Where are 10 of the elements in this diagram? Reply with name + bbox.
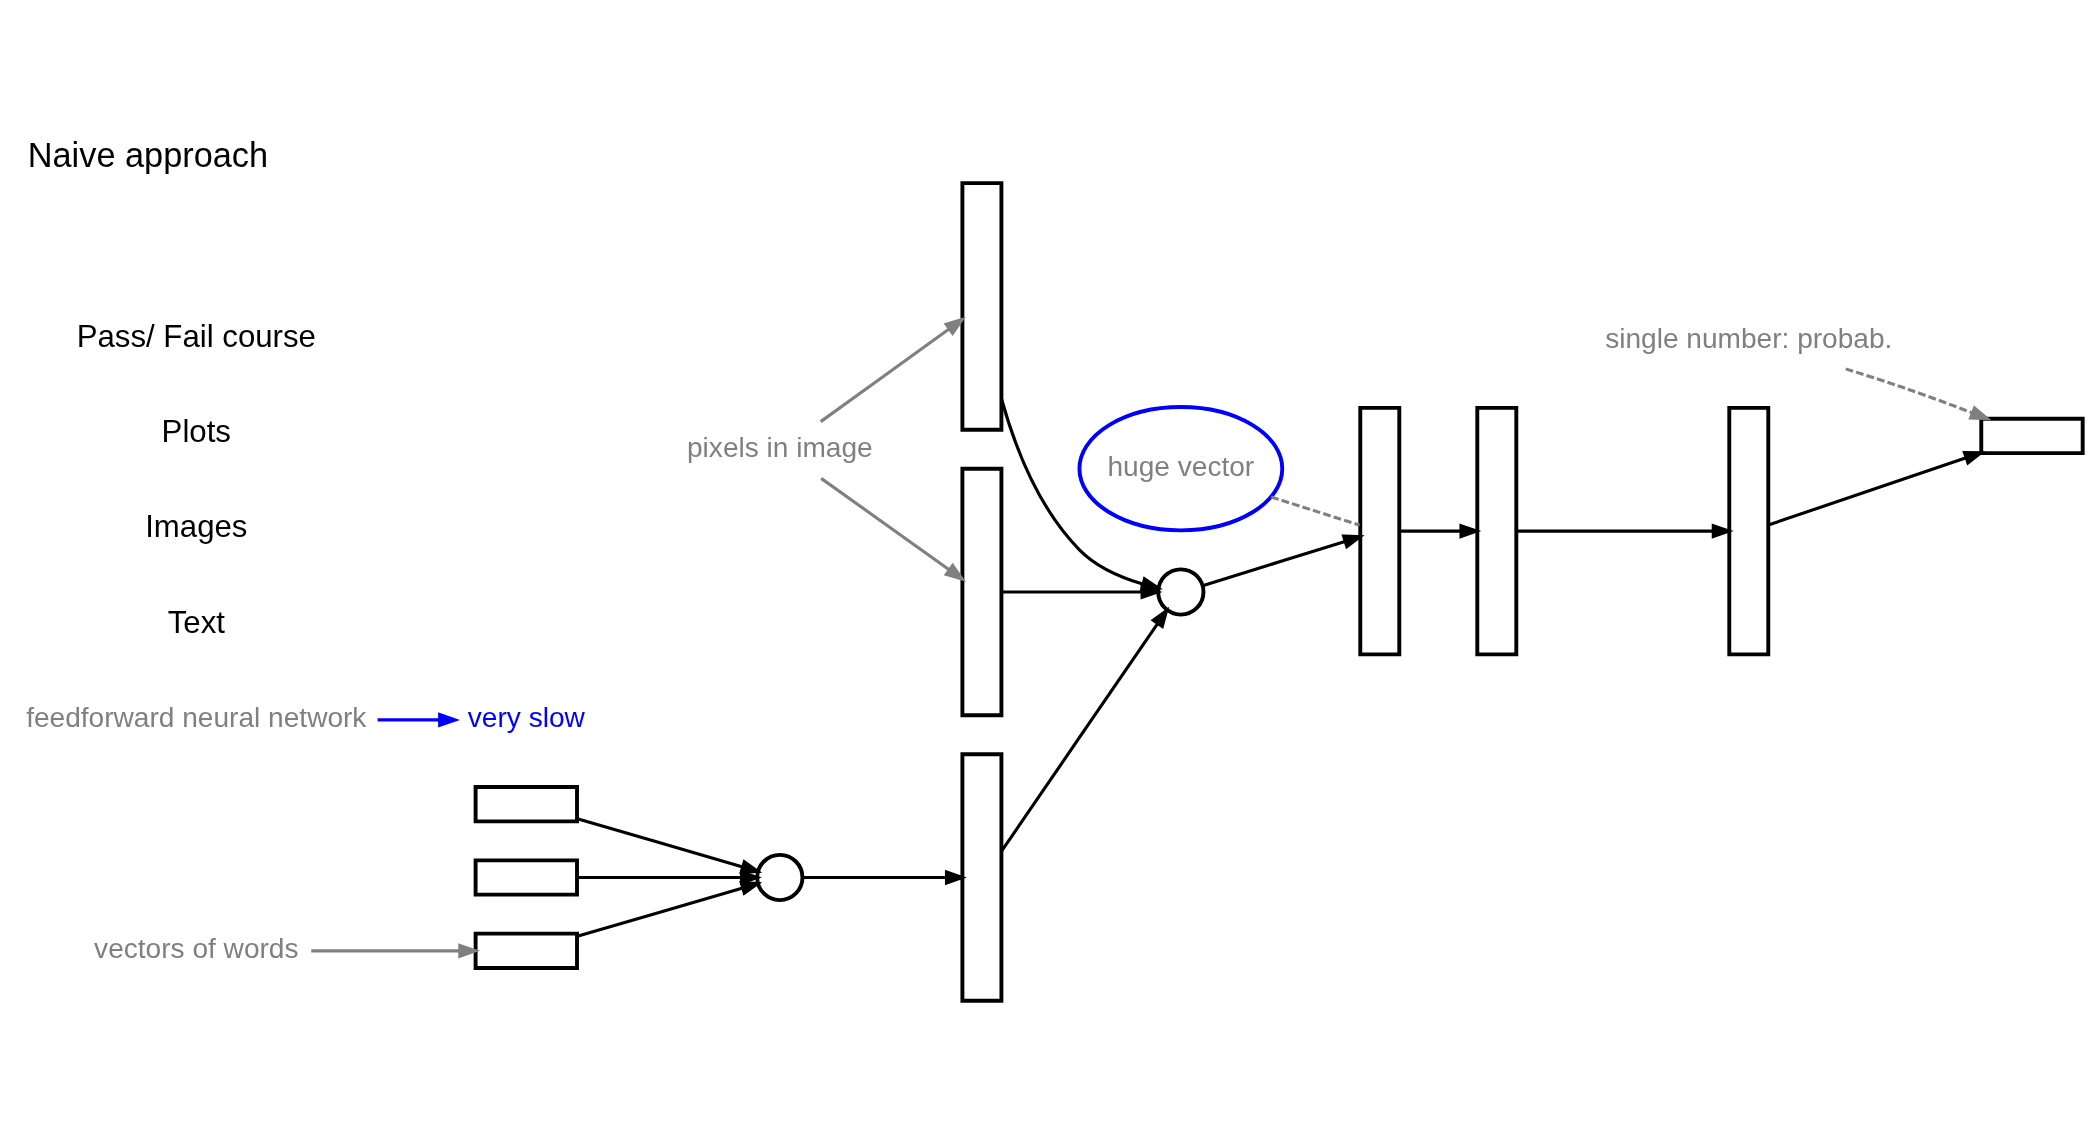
node-text: feedforward neural network	[26, 701, 367, 733]
node-text: vectors of words	[94, 932, 299, 964]
label: Pass/ Fail course	[76, 318, 316, 354]
label: Text	[167, 604, 225, 640]
label: Plots	[161, 413, 231, 449]
diagram-title: Naive approach	[27, 135, 269, 174]
label: Images	[145, 508, 248, 544]
node-text: pixels in image	[686, 431, 873, 463]
node-text: very slow	[467, 701, 585, 733]
node-text: single number: probab.	[1605, 322, 1893, 354]
